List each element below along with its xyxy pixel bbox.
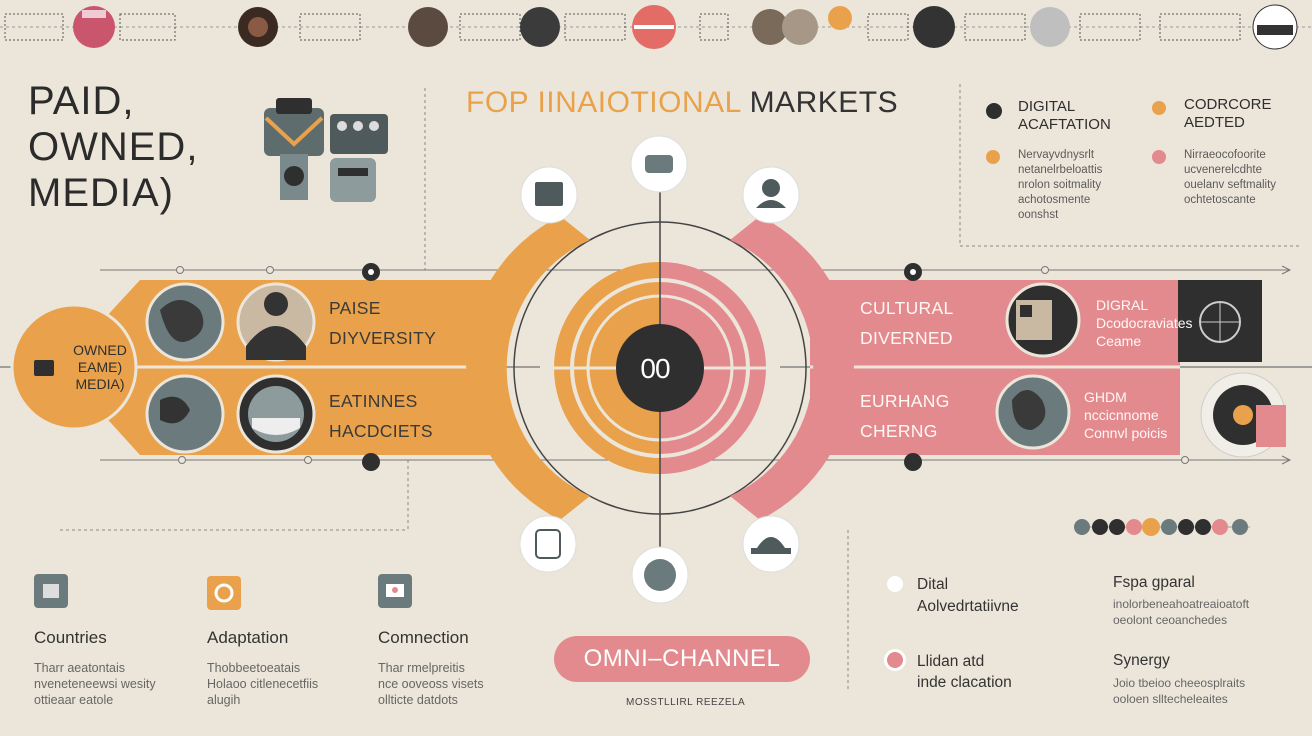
feature-icon-countries bbox=[34, 574, 68, 613]
legend-desc-pink: Nirraeocofoorite ucvenerelcdhte ouelanv … bbox=[1152, 148, 1302, 208]
feature-desc-countries: Tharr aeatontais nveneteneewsi wesity ot… bbox=[34, 661, 156, 707]
feature-title-countries: Countries bbox=[34, 628, 107, 647]
band-row-exchange: EURHANG CHERNG bbox=[860, 391, 950, 441]
media-icon-cluster bbox=[264, 98, 388, 202]
legend-core-adopted: CODRCORE AEDTED bbox=[1152, 96, 1292, 132]
band-row-heritage: EATINNES HACDCIETS bbox=[329, 391, 433, 441]
orange-arc bbox=[466, 216, 590, 520]
top-image-strip bbox=[0, 4, 1312, 50]
omni-channel-pill: OMNI–CHANNEL bbox=[554, 636, 810, 682]
main-title-rest: MARKETS bbox=[749, 86, 899, 119]
node-dot bbox=[904, 453, 922, 471]
gift-icon bbox=[519, 515, 577, 573]
bottom-right-title-2: Fspa gparal bbox=[1113, 574, 1195, 591]
center-label: 00 bbox=[640, 353, 670, 384]
legend-desc-orange: Nervayvdnysrlt netanelrbeloattis nrolon … bbox=[986, 148, 1136, 223]
main-title-accent: FOP IINAIOTIONAL bbox=[466, 86, 741, 119]
center-core bbox=[616, 324, 704, 412]
band-row-ghdm-small: GHDM nccicnnome Connvl poicis bbox=[1084, 389, 1168, 441]
legend-box-border bbox=[959, 84, 1300, 247]
bottom-right-desc-2: inolorbeneahoatreaioatoft oeolont ceoanc… bbox=[1113, 597, 1250, 627]
pink-arc bbox=[730, 216, 854, 520]
feature-desc-adaptation: Thobbeetoeatais Holaoo citlenecetfiis al… bbox=[207, 661, 319, 707]
feature-icon-connection bbox=[378, 574, 412, 613]
band-row-cultural: CULTURAL DIVERNED bbox=[860, 298, 954, 348]
node-dot bbox=[362, 453, 380, 471]
owned-media-label: OWNED EAME) MEDIA) bbox=[73, 342, 127, 392]
left-title: PAID, OWNED, MEDIA) bbox=[28, 79, 199, 215]
bottom-right-title-synergy: Synergy bbox=[1113, 652, 1170, 669]
band-row-digital-small: DIGRAL Dcodocraviates Ceame bbox=[1096, 297, 1193, 349]
bottom-right-desc-synergy: Joio tbeioo cheeosplraits ooloen slltech… bbox=[1113, 676, 1246, 706]
bullet-pink bbox=[887, 652, 903, 668]
orbit-icons bbox=[519, 135, 800, 604]
omni-channel-sub: MOSSTLLIRL REEZELA bbox=[626, 697, 746, 708]
bottom-right-localization: Llidan atd inde clacation bbox=[917, 653, 1012, 691]
color-dot-scale bbox=[1074, 518, 1250, 536]
feature-desc-connection: Thar rmelpreitis nce ooveoss visets ollt… bbox=[378, 661, 484, 707]
legend-digital-adaptation: DIGITAL ACAFTATION bbox=[986, 98, 1126, 134]
bullet-white bbox=[887, 576, 903, 592]
feature-title-adaptation: Adaptation bbox=[207, 628, 289, 647]
main-title: FOP IINAIOTIONAL MARKETS bbox=[466, 86, 898, 120]
owned-media-icon bbox=[34, 360, 54, 376]
owned-media-circle bbox=[10, 303, 138, 431]
feature-icon-adaptation bbox=[207, 576, 241, 615]
feature-title-connection: Comnection bbox=[378, 628, 469, 647]
band-row-diversity: PAISE DIYVERSITY bbox=[329, 298, 437, 348]
bottom-right-digital: Dital Aolvedrtatiivne bbox=[917, 576, 1019, 615]
